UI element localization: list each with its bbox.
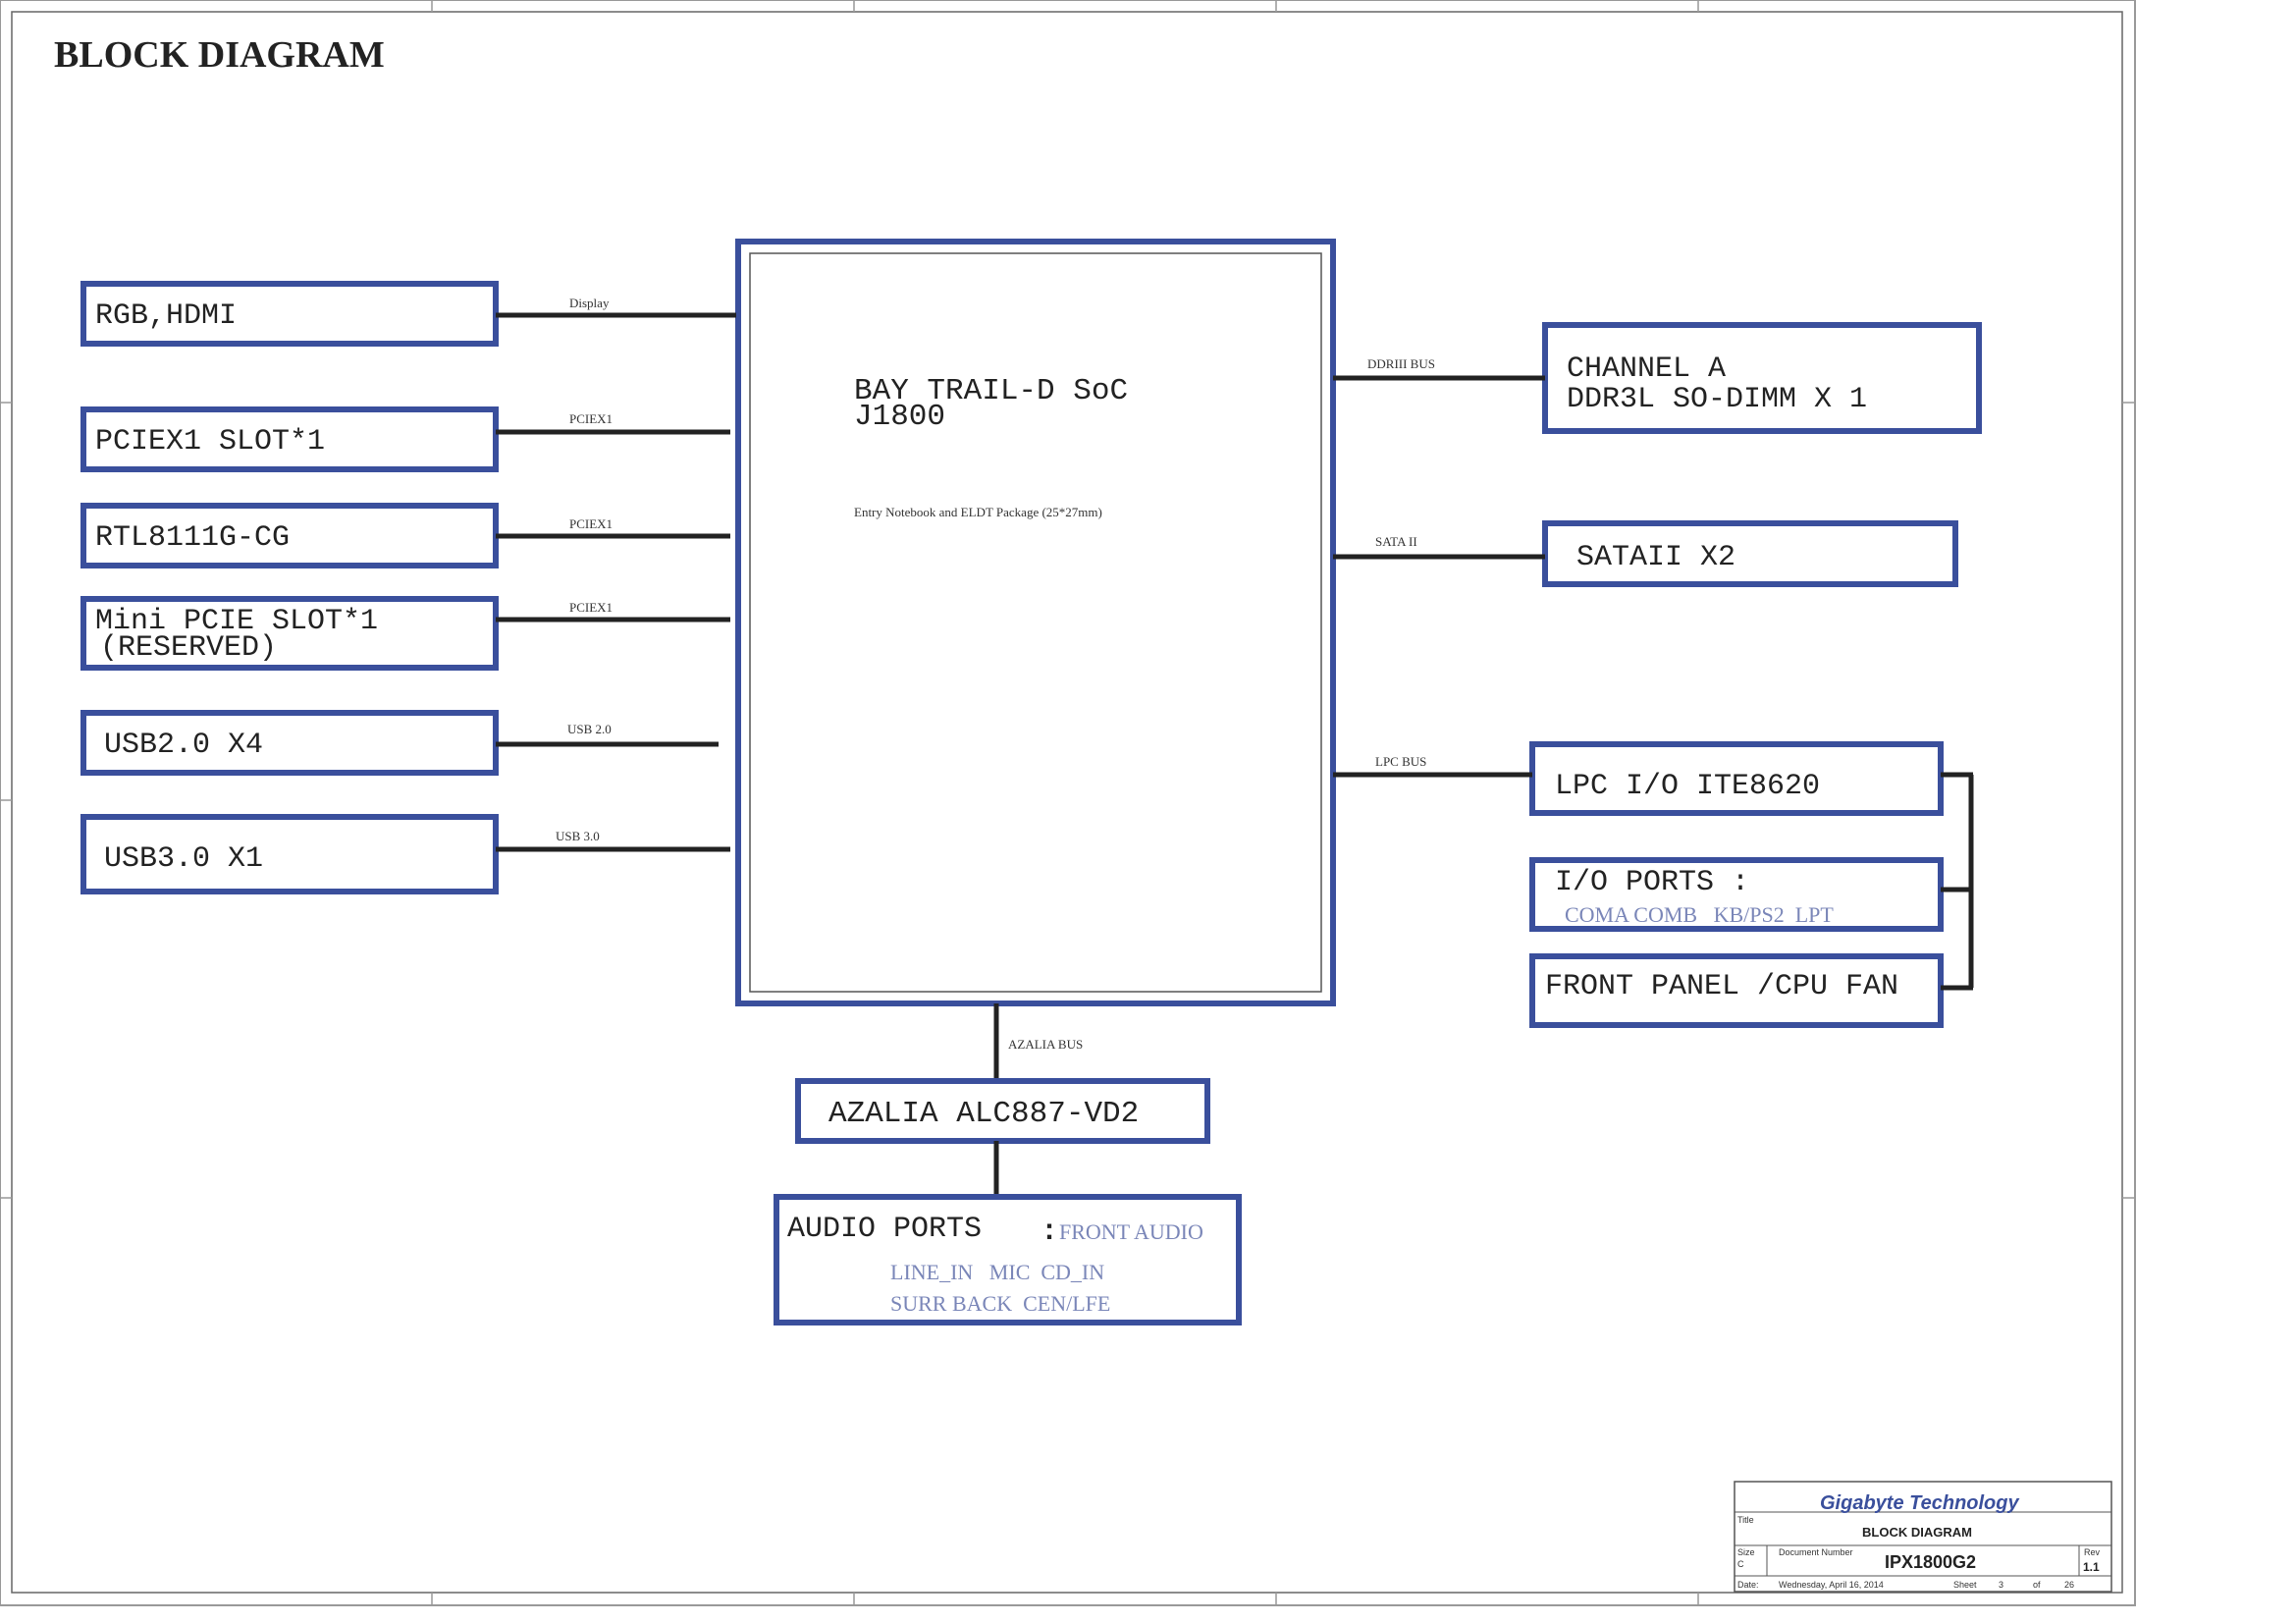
soc-block (735, 239, 1336, 1006)
left-block-usb20: USB2.0 X4 USB 2.0 (80, 710, 719, 776)
outer-frame (0, 0, 2136, 1606)
rev-caption: Rev (2084, 1547, 2101, 1557)
lpc-group-connector (1941, 772, 1974, 991)
inner-frame (11, 11, 2123, 1594)
sheet-number: 3 (1999, 1580, 2003, 1590)
left-block-rgb-hdmi: RGB,HDMI Display (80, 281, 736, 347)
soc-package-note: Entry Notebook and ELDT Package (25*27mm… (854, 505, 1102, 519)
title-caption: Title (1737, 1515, 1754, 1525)
left-block-label: RTL8111G-CG (95, 521, 290, 555)
audio-ports-line2: LINE_IN MIC CD_IN (890, 1260, 1104, 1284)
frame-ticks (0, 0, 2135, 1605)
date-caption: Date: (1737, 1580, 1759, 1590)
sata-label: SATAII X2 (1576, 541, 1735, 574)
soc-name: BAY TRAIL-D SoC (854, 374, 1128, 408)
left-block-mini-pcie: Mini PCIE SLOT*1 (RESERVED) PCIEX1 (80, 596, 730, 671)
front-panel-label: FRONT PANEL /CPU FAN (1545, 970, 1898, 1003)
bus-label: LPC BUS (1375, 754, 1426, 769)
right-block-io-ports: I/O PORTS : COMA COMB KB/PS2 LPT (1529, 857, 1944, 932)
left-block-rtl8111g: RTL8111G-CG PCIEX1 (80, 503, 730, 568)
revision: 1.1 (2083, 1560, 2100, 1574)
audio-ports-label: AUDIO PORTS (787, 1213, 982, 1246)
azalia-bus-label: AZALIA BUS (1008, 1037, 1083, 1052)
channel-label: CHANNEL A (1567, 352, 1726, 386)
docnum-caption: Document Number (1779, 1547, 1853, 1557)
left-block-usb30: USB3.0 X1 USB 3.0 (80, 814, 730, 894)
audio-ports-colon: : (1041, 1216, 1058, 1249)
soc-model: J1800 (854, 400, 945, 434)
size-caption: Size (1737, 1547, 1755, 1557)
document-number: IPX1800G2 (1885, 1552, 1976, 1572)
bus-label: PCIEX1 (569, 411, 613, 426)
bottom-block-azalia: AZALIA ALC887-VD2 (795, 1078, 1210, 1144)
left-block-label: RGB,HDMI (95, 299, 237, 333)
bus-label: Display (569, 296, 610, 310)
right-block-lpc-io: LPC I/O ITE8620 LPC BUS (1333, 741, 1944, 816)
right-block-front-panel: FRONT PANEL /CPU FAN (1529, 953, 1944, 1028)
company-name: Gigabyte Technology (1820, 1492, 2019, 1514)
of-caption: of (2033, 1580, 2041, 1590)
left-block-label-2: (RESERVED) (100, 631, 277, 665)
bus-label: USB 2.0 (567, 722, 612, 736)
io-ports-list: COMA COMB KB/PS2 LPT (1565, 902, 1834, 927)
size-value: C (1737, 1559, 1744, 1569)
io-ports-label: I/O PORTS : (1555, 866, 1749, 899)
left-block-label: Mini PCIE SLOT*1 (95, 605, 378, 638)
bus-label: USB 3.0 (556, 829, 600, 843)
total-sheets: 26 (2064, 1580, 2074, 1590)
left-block-label: PCIEX1 SLOT*1 (95, 425, 325, 459)
lpc-label: LPC I/O ITE8620 (1555, 770, 1820, 803)
channel-dimm-label: DDR3L SO-DIMM X 1 (1567, 383, 1867, 416)
sheet-caption: Sheet (1953, 1580, 1977, 1590)
left-block-label: USB3.0 X1 (104, 842, 263, 876)
title-block: Gigabyte Technology Title BLOCK DIAGRAM … (1734, 1481, 2112, 1593)
audio-front-label: FRONT AUDIO (1059, 1219, 1203, 1244)
bus-label: PCIEX1 (569, 600, 613, 615)
bus-label: DDRIII BUS (1367, 356, 1435, 371)
right-block-sata: SATAII X2 SATA II (1333, 520, 1958, 587)
date-value: Wednesday, April 16, 2014 (1779, 1580, 1884, 1590)
sheet-title: BLOCK DIAGRAM (1862, 1525, 1972, 1540)
bus-label: PCIEX1 (569, 516, 613, 531)
bus-label: SATA II (1375, 534, 1417, 549)
bottom-block-audio-ports: AUDIO PORTS : FRONT AUDIO LINE_IN MIC CD… (774, 1194, 1242, 1325)
soc-inner-border (749, 252, 1322, 993)
right-block-channel-a: CHANNEL A DDR3L SO-DIMM X 1 DDRIII BUS (1333, 322, 1982, 434)
audio-ports-line3: SURR BACK CEN/LFE (890, 1291, 1110, 1316)
left-block-label: USB2.0 X4 (104, 729, 263, 762)
page-title: BLOCK DIAGRAM (54, 34, 385, 76)
left-block-pciex1-slot: PCIEX1 SLOT*1 PCIEX1 (80, 406, 730, 472)
azalia-label: AZALIA ALC887-VD2 (828, 1097, 1139, 1131)
